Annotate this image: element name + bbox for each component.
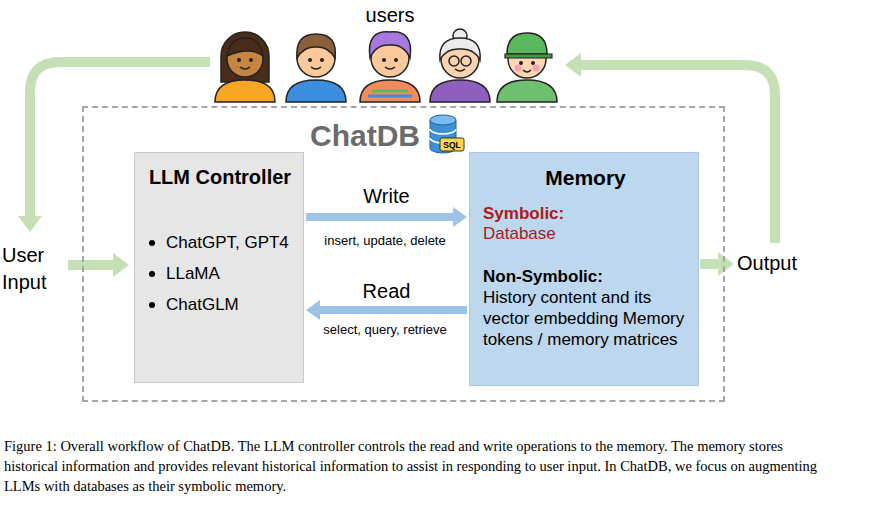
database-band — [430, 129, 456, 134]
user-eye — [237, 58, 241, 62]
user-cheek — [515, 65, 522, 72]
data-flow-arrow — [306, 213, 453, 221]
non-symbolic-heading: Non-Symbolic: — [483, 266, 688, 287]
user-eye — [320, 58, 324, 62]
sql-tag — [440, 138, 464, 151]
user-hair — [221, 32, 269, 82]
user-cap — [507, 33, 547, 54]
user-icon — [360, 32, 420, 102]
edge-label: Write — [363, 184, 409, 208]
user-icon — [497, 33, 557, 102]
user-eye — [382, 58, 386, 62]
write-operations: insert, update, delete — [324, 233, 445, 249]
user-mouth — [240, 67, 250, 69]
users-label: users — [366, 3, 415, 27]
user-body — [360, 80, 420, 102]
symbolic-heading: Symbolic: — [483, 204, 688, 224]
bullet-item: LLaMA — [145, 264, 295, 284]
user-stripe — [372, 90, 408, 93]
user-eye — [249, 58, 253, 62]
flow-arrow — [700, 259, 718, 269]
llm-controller-box: LLM ControllerChatGPT, GPT4LLaMA ChatGLM — [134, 152, 304, 383]
box-heading: LLM Controller — [145, 165, 295, 189]
non-symbolic-body: History content and its vector embedding… — [483, 287, 688, 350]
model-name: LLaMA — [166, 264, 220, 284]
user-icon — [286, 34, 346, 102]
user-cheek — [533, 65, 540, 72]
user-eye — [531, 61, 535, 65]
user-icon — [215, 32, 275, 102]
user-eye — [394, 58, 398, 62]
data-flow-arrow — [320, 306, 467, 314]
bullet-item: ChatGLM — [145, 295, 295, 315]
database-top — [430, 115, 456, 125]
edge-label: Read — [363, 279, 411, 303]
bullet-dot — [149, 271, 155, 277]
user-body — [430, 80, 490, 102]
read-operations: select, query, retrieve — [323, 322, 446, 338]
user-eye — [308, 58, 312, 62]
region-title: ChatDB — [310, 118, 420, 154]
user-cap — [505, 54, 552, 58]
user-icon — [430, 29, 490, 102]
memory-box: MemorySymbolic:DatabaseNon-Symbolic:Hist… — [469, 152, 699, 386]
user-mouth — [385, 67, 395, 69]
bullet-dot — [149, 240, 155, 246]
user-hair — [297, 34, 336, 58]
user-hair — [369, 32, 410, 58]
user-hair — [227, 38, 263, 56]
symbolic-item: Database — [483, 224, 688, 244]
user-stripe — [368, 95, 412, 98]
sql-tag-text: SQL — [443, 140, 460, 150]
chatdb-region: ChatDB LLM ControllerChatGPT, GPT4LLaMA Ch… — [82, 106, 725, 402]
user-mouth — [523, 70, 531, 72]
user-glasses — [461, 56, 471, 66]
figure-caption: Figure 1: Overall workflow of ChatDB. Th… — [4, 436, 826, 496]
database-icon — [430, 115, 464, 153]
model-name: ChatGLM — [166, 295, 239, 315]
user-mouth — [311, 67, 321, 69]
user-hair — [440, 38, 480, 60]
bullet-item: ChatGPT, GPT4 — [145, 233, 295, 253]
user-glasses — [449, 56, 459, 66]
user-mouth — [455, 69, 465, 71]
user-eye — [519, 61, 523, 65]
model-name: ChatGPT, GPT4 — [166, 233, 289, 253]
output-label: Output — [737, 251, 797, 275]
flow-arrow — [68, 260, 113, 270]
user-body — [497, 80, 557, 102]
bullet-dot — [149, 302, 155, 308]
input-label: User Input — [2, 242, 64, 296]
box-heading: Memory — [483, 165, 688, 190]
user-body — [286, 80, 346, 102]
user-body — [215, 80, 275, 102]
